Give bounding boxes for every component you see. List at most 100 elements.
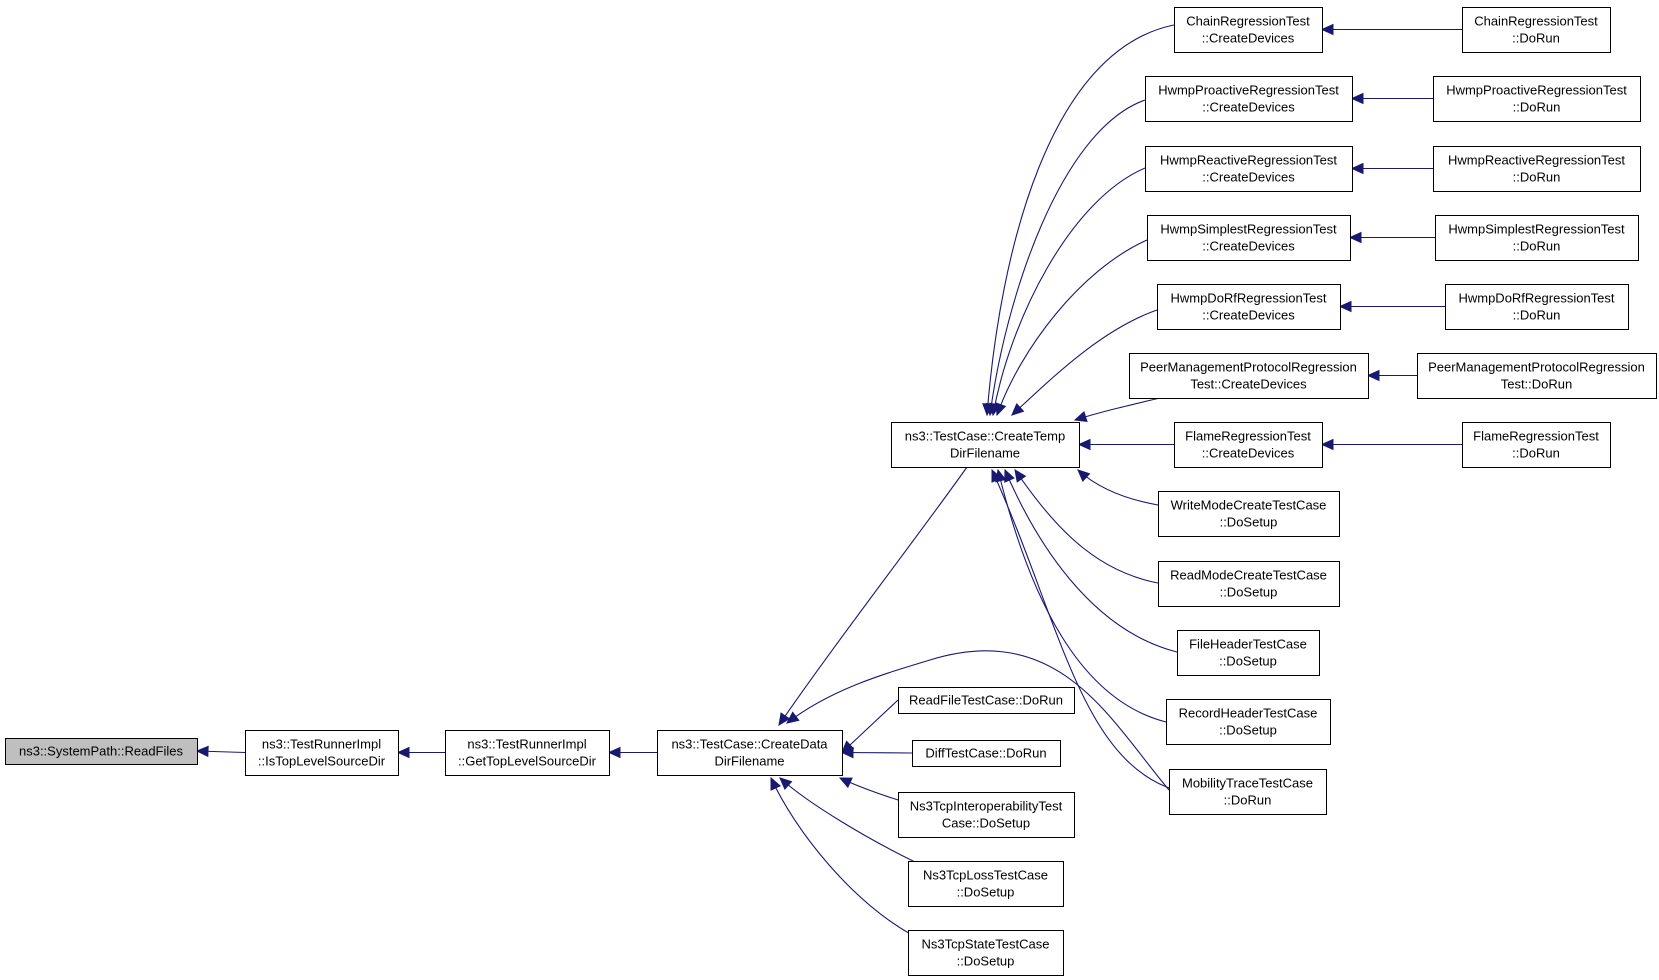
graph-node-n14[interactable]: HwmpReactiveRegressionTest::CreateDevice… bbox=[1145, 146, 1353, 192]
node-label: DiffTestCase::DoRun bbox=[925, 746, 1046, 761]
graph-node-n17[interactable]: PeerManagementProtocolRegressionTest::Cr… bbox=[1129, 353, 1369, 399]
graph-node-n13[interactable]: HwmpProactiveRegressionTest::CreateDevic… bbox=[1145, 76, 1353, 122]
edge-n17-to-n5 bbox=[1073, 397, 1161, 422]
node-label: RecordHeaderTestCase bbox=[1179, 706, 1318, 721]
node-box bbox=[1145, 146, 1353, 192]
node-label: ns3::TestCase::CreateTemp bbox=[905, 429, 1065, 444]
node-label: FlameRegressionTest bbox=[1185, 429, 1311, 444]
graph-node-n26[interactable]: HwmpSimplestRegressionTest::DoRun bbox=[1435, 215, 1639, 261]
edges-layer bbox=[195, 23, 1462, 936]
edge-arrowhead bbox=[1077, 469, 1091, 483]
edge-n7-to-n4 bbox=[840, 746, 913, 759]
graph-node-n2[interactable]: ns3::TestRunnerImpl::IsTopLevelSourceDir bbox=[245, 730, 399, 776]
graph-node-n11[interactable]: MobilityTraceTestCase::DoRun bbox=[1169, 769, 1327, 815]
graph-node-n6[interactable]: ReadFileTestCase::DoRun bbox=[898, 687, 1075, 714]
edge-arrowhead bbox=[786, 711, 800, 724]
edge-n28-to-n17 bbox=[1366, 369, 1417, 382]
node-box bbox=[898, 792, 1075, 838]
graph-node-n19[interactable]: WriteModeCreateTestCase::DoSetup bbox=[1158, 491, 1340, 537]
edge-line bbox=[986, 24, 1175, 416]
nodes-layer: ns3::SystemPath::ReadFiles ns3::TestRunne… bbox=[5, 7, 1657, 976]
node-label: ::DoSetup bbox=[1219, 723, 1277, 738]
node-label: WriteModeCreateTestCase bbox=[1171, 498, 1327, 513]
graph-node-n15[interactable]: HwmpSimplestRegressionTest::CreateDevice… bbox=[1147, 215, 1351, 261]
graph-node-n29[interactable]: FlameRegressionTest::DoRun bbox=[1462, 422, 1611, 468]
edge-arrowhead bbox=[396, 746, 410, 759]
node-label: ::DoRun bbox=[1513, 239, 1561, 254]
graph-node-n23[interactable]: ChainRegressionTest::DoRun bbox=[1462, 7, 1611, 53]
edge-arrowhead bbox=[1320, 438, 1334, 451]
edge-arrowhead bbox=[1350, 92, 1364, 105]
edge-n21-to-n5 bbox=[1004, 468, 1178, 653]
node-label: ::DoSetup bbox=[1220, 515, 1278, 530]
edge-arrowhead bbox=[1073, 410, 1088, 422]
node-label: ::CreateDevices bbox=[1202, 100, 1295, 115]
node-label: HwmpReactiveRegressionTest bbox=[1448, 153, 1625, 168]
edge-n5-to-n4 bbox=[778, 466, 968, 726]
edge-line bbox=[779, 777, 916, 863]
edge-line bbox=[992, 167, 1146, 416]
node-label: PeerManagementProtocolRegression bbox=[1428, 360, 1645, 375]
graph-node-n9[interactable]: Ns3TcpLossTestCase::DoSetup bbox=[908, 861, 1064, 907]
node-box bbox=[1166, 699, 1331, 745]
node-label: Case::DoSetup bbox=[942, 816, 1030, 831]
edge-line bbox=[841, 751, 913, 754]
node-label: HwmpProactiveRegressionTest bbox=[1158, 83, 1339, 98]
node-label: ::DoRun bbox=[1513, 308, 1561, 323]
node-label: HwmpProactiveRegressionTest bbox=[1446, 83, 1627, 98]
node-box bbox=[1169, 769, 1327, 815]
node-label: ::CreateDevices bbox=[1202, 170, 1295, 185]
edge-arrowhead bbox=[1348, 231, 1362, 244]
edge-arrowhead bbox=[1366, 369, 1380, 382]
node-label: ns3::TestCase::CreateData bbox=[671, 737, 828, 752]
node-label: ::DoRun bbox=[1512, 446, 1560, 461]
graph-node-n28[interactable]: PeerManagementProtocolRegressionTest::Do… bbox=[1417, 353, 1657, 399]
graph-node-n21[interactable]: FileHeaderTestCase::DoSetup bbox=[1177, 630, 1320, 676]
graph-node-n1[interactable]: ns3::SystemPath::ReadFiles bbox=[5, 738, 198, 765]
edge-arrowhead bbox=[1011, 402, 1025, 416]
graph-node-n10[interactable]: Ns3TcpStateTestCase::DoSetup bbox=[908, 930, 1064, 976]
node-label: FileHeaderTestCase bbox=[1189, 637, 1307, 652]
graph-node-n25[interactable]: HwmpReactiveRegressionTest::DoRun bbox=[1433, 146, 1641, 192]
edge-arrowhead bbox=[1004, 468, 1015, 483]
edge-n6-to-n4 bbox=[841, 699, 899, 754]
edge-arrowhead bbox=[1338, 300, 1352, 313]
graph-node-n27[interactable]: HwmpDoRfRegressionTest::DoRun bbox=[1445, 284, 1629, 330]
graph-node-n12[interactable]: ChainRegressionTest::CreateDevices bbox=[1174, 7, 1323, 53]
graph-node-n18[interactable]: FlameRegressionTest::CreateDevices bbox=[1174, 422, 1323, 468]
node-box bbox=[245, 730, 399, 776]
node-box bbox=[1145, 76, 1353, 122]
graph-node-n7[interactable]: DiffTestCase::DoRun bbox=[912, 740, 1061, 767]
node-label: ::DoSetup bbox=[957, 954, 1015, 969]
graph-node-n22[interactable]: RecordHeaderTestCase::DoSetup bbox=[1166, 699, 1331, 745]
node-label: MobilityTraceTestCase bbox=[1182, 776, 1313, 791]
node-label: ::CreateDevices bbox=[1202, 308, 1295, 323]
edge-arrowhead bbox=[1350, 162, 1364, 175]
node-label: ReadModeCreateTestCase bbox=[1170, 568, 1327, 583]
node-box bbox=[1435, 215, 1639, 261]
node-box bbox=[1433, 76, 1641, 122]
node-label: DirFilename bbox=[950, 446, 1020, 461]
edge-arrowhead bbox=[779, 777, 793, 790]
graph-node-n24[interactable]: HwmpProactiveRegressionTest::DoRun bbox=[1433, 76, 1641, 122]
graph-node-n3[interactable]: ns3::TestRunnerImpl::GetTopLevelSourceDi… bbox=[445, 730, 610, 776]
node-box bbox=[1445, 284, 1629, 330]
node-label: ::CreateDevices bbox=[1202, 31, 1295, 46]
edge-n29-to-n18 bbox=[1320, 438, 1462, 451]
graph-node-n16[interactable]: HwmpDoRfRegressionTest::CreateDevices bbox=[1157, 284, 1341, 330]
node-label: Ns3TcpLossTestCase bbox=[923, 868, 1048, 883]
node-box bbox=[1158, 491, 1340, 537]
node-label: Test::DoRun bbox=[1501, 377, 1573, 392]
edge-line bbox=[778, 466, 968, 726]
edge-line bbox=[1011, 309, 1158, 416]
node-box bbox=[908, 861, 1064, 907]
edge-arrowhead bbox=[840, 746, 854, 759]
graph-node-n20[interactable]: ReadModeCreateTestCase::DoSetup bbox=[1158, 561, 1340, 607]
edge-arrowhead bbox=[778, 712, 791, 726]
edge-line bbox=[996, 239, 1148, 416]
node-box bbox=[912, 740, 1061, 767]
